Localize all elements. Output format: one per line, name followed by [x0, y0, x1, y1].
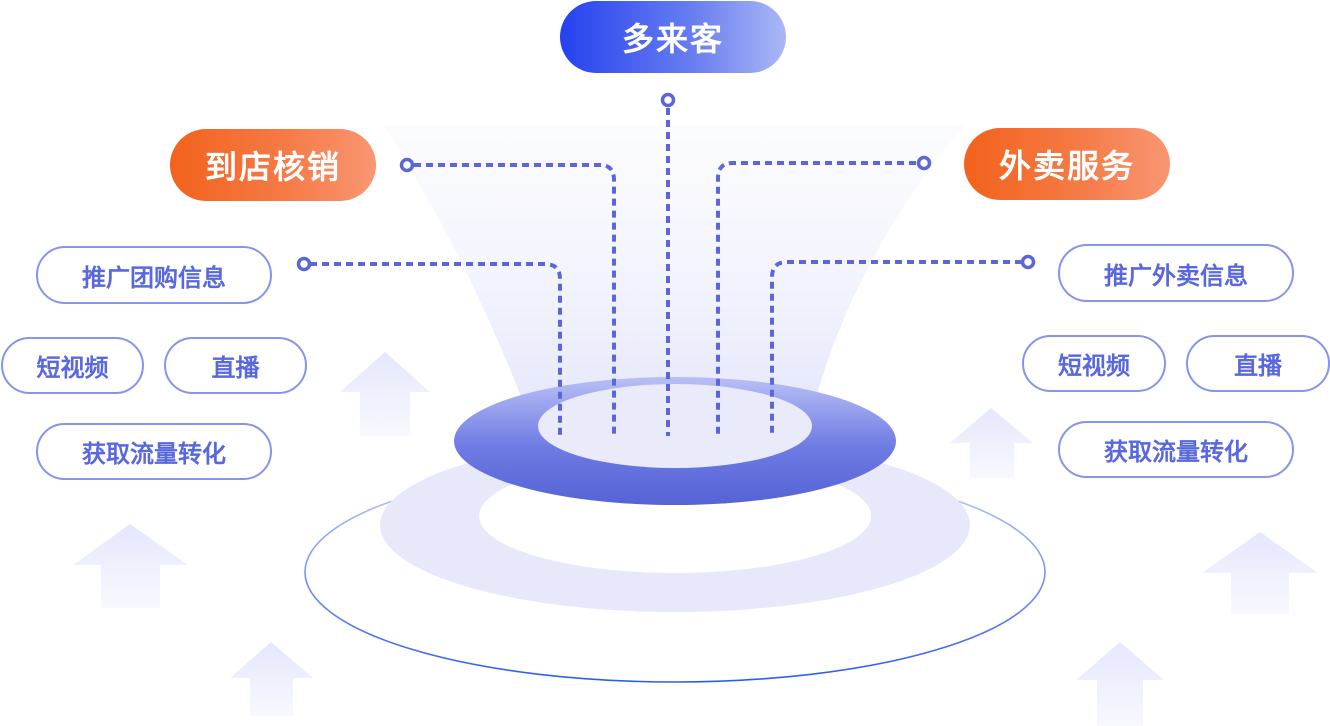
right-tag-traffic-conversion: 获取流量转化 — [1058, 421, 1294, 478]
right-tag-short-video: 短视频 — [1022, 335, 1166, 392]
connector-left-top — [414, 163, 616, 436]
arrow-up-icon — [1202, 532, 1318, 614]
tag-label: 推广团购信息 — [82, 263, 226, 292]
center-title: 多来客 — [621, 20, 724, 58]
left-tag-promote-groupbuy: 推广团购信息 — [36, 246, 272, 304]
tag-label: 获取流量转化 — [1104, 438, 1248, 466]
arrow-up-icon — [73, 524, 188, 608]
tag-label: 短视频 — [36, 354, 109, 382]
tag-label: 短视频 — [1058, 352, 1130, 380]
node-dot-icon — [1020, 254, 1036, 270]
right-title-pill: 外卖服务 — [964, 128, 1170, 200]
left-title-pill: 到店核销 — [170, 129, 376, 201]
node-dot-icon — [660, 92, 676, 108]
left-tag-short-video: 短视频 — [1, 337, 144, 394]
arrow-up-icon — [230, 642, 313, 716]
left-tag-live: 直播 — [164, 337, 307, 394]
main-ring-inner — [538, 384, 812, 468]
node-dot-icon — [916, 155, 932, 171]
right-title: 外卖服务 — [998, 147, 1135, 185]
right-tag-live: 直播 — [1186, 335, 1330, 392]
left-title: 到店核销 — [204, 148, 341, 186]
connector-right-top — [716, 161, 916, 436]
node-dot-icon — [296, 256, 312, 272]
tag-label: 直播 — [211, 354, 260, 382]
tag-label: 推广外卖信息 — [1104, 261, 1248, 290]
arrow-up-icon — [340, 352, 430, 436]
light-beam — [383, 125, 965, 420]
node-dot-icon — [399, 157, 415, 173]
arrow-up-icon — [950, 408, 1033, 478]
arrow-up-icon — [1076, 642, 1164, 726]
right-tag-promote-takeout: 推广外卖信息 — [1058, 244, 1294, 302]
left-tag-traffic-conversion: 获取流量转化 — [36, 423, 272, 480]
tag-label: 直播 — [1234, 352, 1282, 380]
connector-lines — [310, 108, 1022, 436]
center-title-pill: 多来客 — [560, 1, 786, 73]
tag-label: 获取流量转化 — [82, 440, 226, 468]
